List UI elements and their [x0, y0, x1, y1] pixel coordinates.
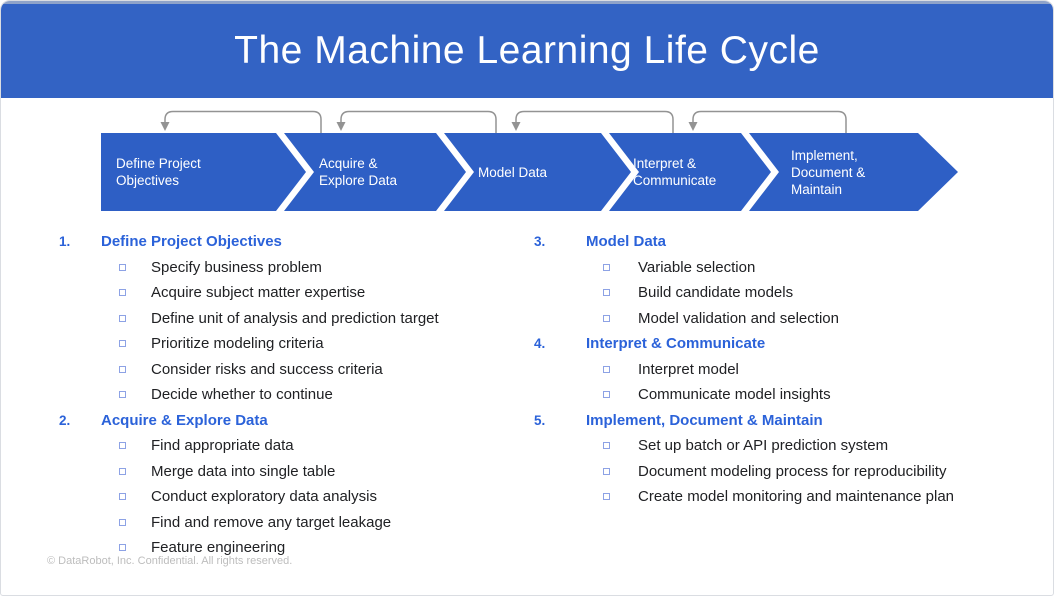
checkbox-bullet-icon — [119, 314, 126, 322]
list-item: Set up batch or API prediction system — [1, 433, 1053, 459]
title-banner: The Machine Learning Life Cycle — [1, 4, 1053, 98]
stage-label: Interpret & Communicate — [633, 156, 717, 188]
feedback-arrow-icon — [515, 110, 674, 133]
checkbox-bullet-icon — [603, 365, 610, 373]
right-column: 3. Model Data Variable selection Build c… — [1, 229, 1053, 510]
section-number: 1. — [59, 234, 71, 249]
checkbox-bullet-icon — [119, 365, 126, 373]
list-item: Build candidate models — [1, 280, 1053, 306]
stage-label: Acquire & Explore Data — [319, 156, 398, 188]
list-item: Prioritize modeling criteria — [1, 331, 1053, 357]
stage-label: Model Data — [478, 164, 548, 180]
arrowhead-icon — [336, 122, 346, 131]
section-heading: 3. Model Data — [1, 229, 1053, 255]
stage-label: Implement, Document & Maintain — [791, 147, 866, 197]
confidentiality-notice: © DataRobot, Inc. Confidential. All righ… — [47, 555, 293, 567]
checkbox-bullet-icon — [119, 442, 126, 449]
section-number: 4. — [534, 336, 546, 351]
arrowhead-icon — [160, 122, 170, 131]
list-item: Consider risks and success criteria — [1, 357, 1053, 383]
list-item: Feature engineering — [1, 535, 1053, 561]
checkbox-bullet-icon — [119, 467, 126, 475]
section-heading: 5. Implement, Document & Maintain — [1, 408, 1053, 434]
arrowhead-icon — [688, 122, 698, 131]
section-title: Implement, Document & Maintain — [586, 411, 823, 429]
arrowhead-icon — [511, 122, 521, 131]
process-flow: Define Project Objectives Acquire & Expl… — [1, 133, 1053, 211]
list-item: Define unit of analysis and prediction t… — [1, 306, 1053, 332]
stage-acquire-explore-data: Acquire & Explore Data — [284, 133, 466, 211]
feedback-arrow-icon — [692, 110, 847, 133]
slide-title: The Machine Learning Life Cycle — [234, 29, 820, 72]
checkbox-bullet-icon — [119, 340, 126, 347]
checkbox-bullet-icon — [603, 314, 610, 322]
section-title: Interpret & Communicate — [586, 335, 766, 352]
list-item: Decide whether to continue — [1, 382, 1053, 408]
section-number: 3. — [534, 234, 546, 249]
section-title: Define Project Objectives — [101, 233, 282, 250]
section-heading: 1. Define Project Objectives — [1, 229, 1053, 255]
list-item: Specify business problem — [1, 255, 1053, 281]
checkbox-bullet-icon — [603, 442, 610, 449]
feedback-arrow-icon — [340, 110, 497, 133]
section-title: Acquire & Explore Data — [101, 411, 268, 429]
checkbox-bullet-icon — [603, 263, 610, 271]
list-item: Find and remove any target leakage — [1, 510, 1053, 536]
list-item: Model validation and selection — [1, 306, 1053, 332]
list-item: Communicate model insights — [1, 382, 1053, 408]
left-column: 1. Define Project Objectives Specify bus… — [1, 229, 1053, 561]
list-item: Document modeling process for reproducib… — [1, 459, 1053, 485]
checkbox-bullet-icon — [119, 391, 126, 398]
slide-top-edge — [1, 1, 1053, 4]
section-number: 2. — [59, 412, 71, 428]
checkbox-bullet-icon — [603, 467, 610, 475]
checkbox-bullet-icon — [603, 289, 610, 296]
checkbox-bullet-icon — [119, 289, 126, 296]
list-item: Merge data into single table — [1, 459, 1053, 485]
stage-define-project-objectives: Define Project Objectives — [101, 133, 306, 211]
list-item: Conduct exploratory data analysis — [1, 484, 1053, 510]
checkbox-bullet-icon — [119, 263, 126, 271]
stage-model-data: Model Data — [444, 133, 631, 211]
feedback-arrow-icon — [164, 110, 322, 133]
list-item: Create model monitoring and maintenance … — [1, 484, 1053, 510]
section-number: 5. — [534, 412, 546, 428]
checkbox-bullet-icon — [119, 518, 126, 526]
section-title: Model Data — [586, 233, 667, 250]
checkbox-bullet-icon — [603, 391, 610, 398]
checkbox-bullet-icon — [603, 493, 610, 500]
stage-label: Define Project Objectives — [116, 156, 201, 188]
stage-implement-document-maintain: Implement, Document & Maintain — [749, 133, 958, 211]
checkbox-bullet-icon — [119, 544, 126, 551]
section-heading: 4. Interpret & Communicate — [1, 331, 1053, 357]
list-item: Variable selection — [1, 255, 1053, 281]
checkbox-bullet-icon — [119, 493, 126, 500]
section-heading: 2. Acquire & Explore Data — [1, 408, 1053, 434]
list-item: Acquire subject matter expertise — [1, 280, 1053, 306]
stage-interpret-communicate: Interpret & Communicate — [609, 133, 771, 211]
list-item: Interpret model — [1, 357, 1053, 383]
list-item: Find appropriate data — [1, 433, 1053, 459]
